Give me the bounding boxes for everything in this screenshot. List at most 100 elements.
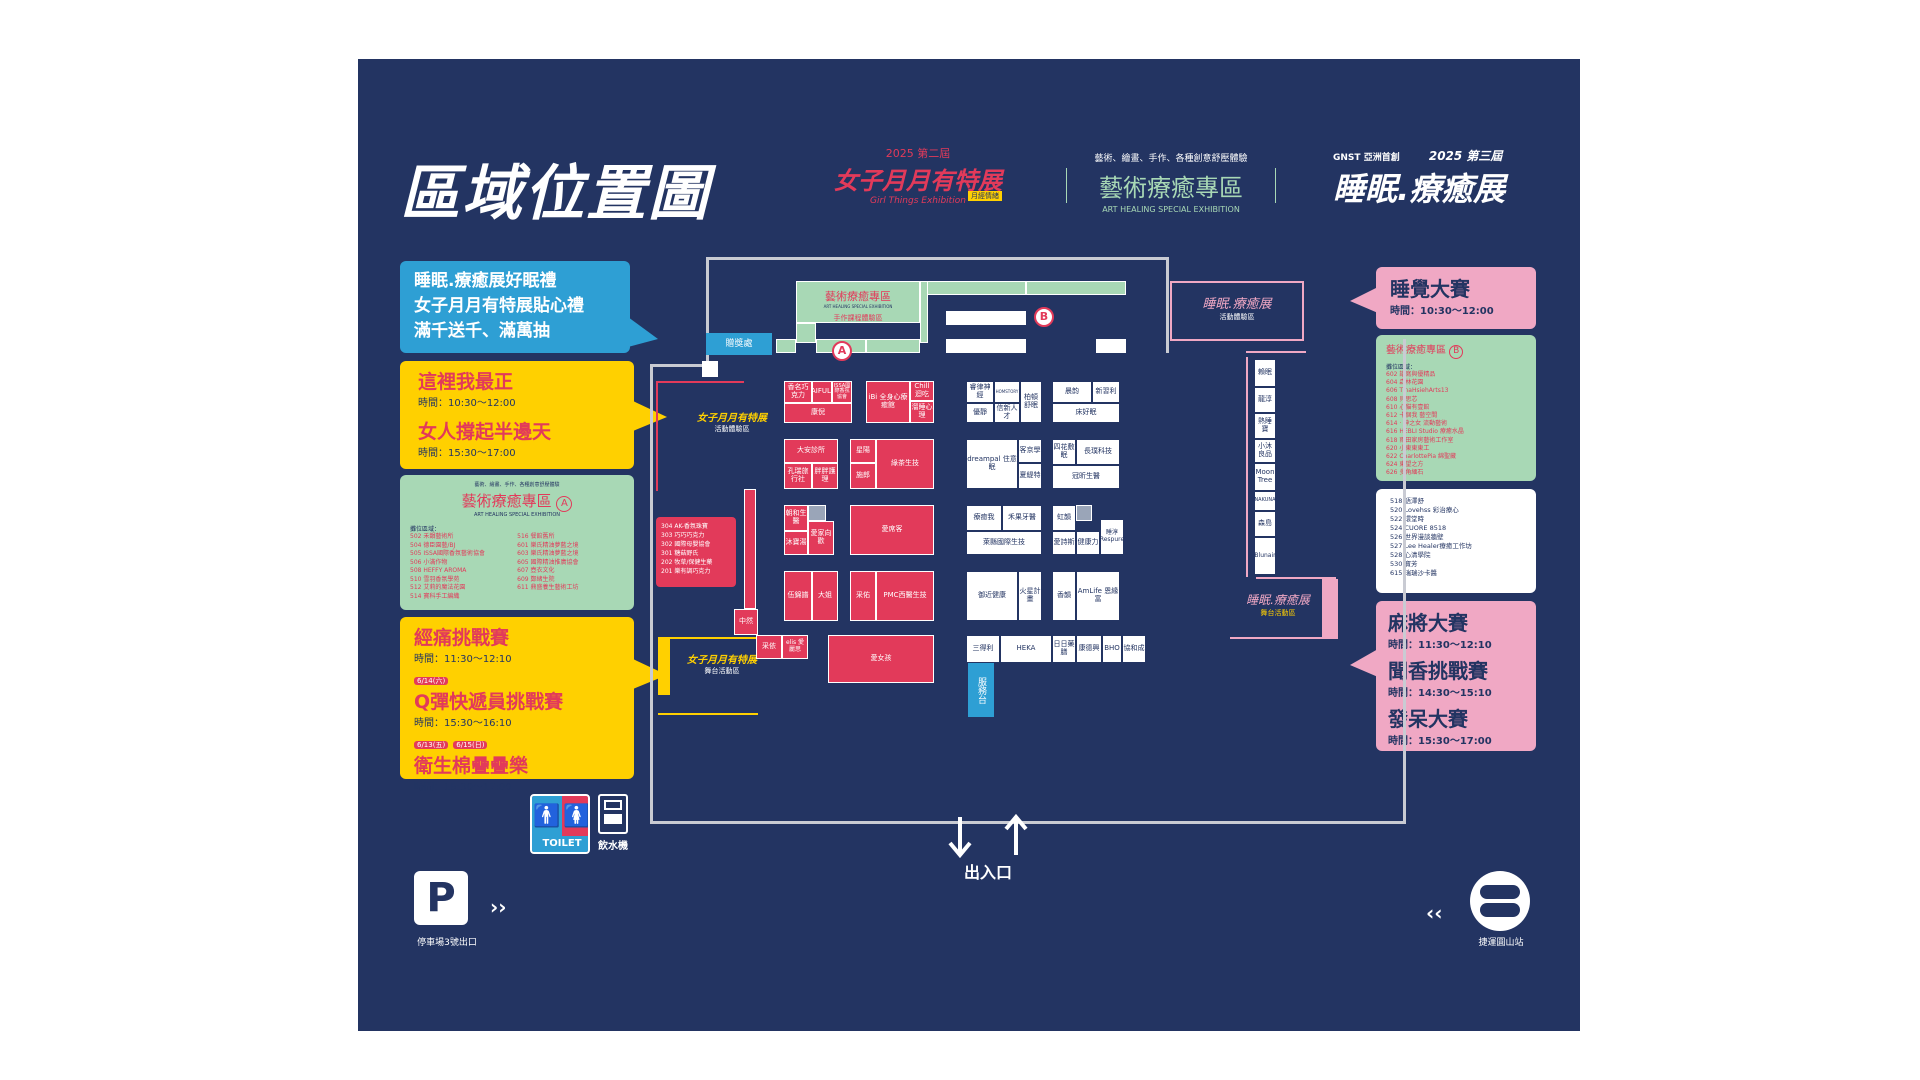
booth: 康倪 <box>784 403 852 423</box>
stage-bar <box>658 637 670 695</box>
art-zone-cell <box>776 339 796 353</box>
booth: 協和成 <box>1122 635 1146 663</box>
booth: elis 愛麗思 <box>782 635 808 659</box>
booth: 龍淳 <box>1254 387 1276 413</box>
booth-item: 612 卡個我 藝空間 <box>1386 412 1438 420</box>
wall <box>1403 339 1406 824</box>
art-zone-b-list: 602 譜寫與優精品 604 森林花園 606 TinaHsiehArts13 … <box>1386 371 1526 478</box>
art-zone-a-tagline: 藝術、繪畫、手作、各種創意舒壓體驗 <box>474 482 560 488</box>
booth: 香名巧克力 <box>784 381 812 403</box>
parking-label: 停車場3號出口 <box>417 938 477 948</box>
booth: 胖胖護理 <box>812 463 838 489</box>
chevron-right-icon: ›› <box>490 895 507 919</box>
toilet-label: TOILET <box>532 836 588 852</box>
marker-b-icon: B <box>1034 307 1054 327</box>
entrance-label: 出入口 <box>963 863 1012 882</box>
pink-path <box>1246 357 1248 577</box>
booth-strip <box>946 311 1026 325</box>
event-name: 聞香挑戰賽 <box>1388 659 1488 683</box>
booth-item: 505 ISSA國際香氛藝術協會 <box>410 550 485 557</box>
gift-arrow <box>628 317 658 347</box>
water-fountain-icon <box>598 794 628 834</box>
booth: BHO <box>1102 635 1122 663</box>
booth: 床好眠 <box>1052 403 1120 423</box>
booth-item: 302 國際母嬰協會 <box>661 541 711 548</box>
booth-strip <box>946 339 1026 353</box>
sleep-expo-logo: GNST 亞洲首創 2025 第三屆 睡眠.療癒展 <box>1333 147 1533 210</box>
gray-cell <box>1076 505 1092 521</box>
booth-item: 527 Lee Healer療癒工作坊 <box>1390 542 1472 550</box>
wall <box>706 257 1168 260</box>
booth-item: 506 小滿作物 <box>410 558 448 566</box>
art-zone-b-box: 藝術療癒專區 B 攤位區域： 602 譜寫與優精品 604 森林花園 606 T… <box>1376 335 1536 481</box>
booth-item: 614 · 神之女 流動藝術 <box>1386 420 1448 428</box>
booth-item: 303 巧巧巧克力 <box>661 532 705 539</box>
booth: 愛席客 <box>850 505 934 555</box>
booth-item: 616 HEBLI Studio 療癒水晶 <box>1386 428 1464 436</box>
yellow-path <box>658 713 758 715</box>
entrance-arrows-icon <box>948 813 1028 859</box>
booth-item: 522 環堂時 <box>1390 515 1424 523</box>
booth: 睡淳Respure <box>1100 519 1124 555</box>
event-time: 時間：10:30～12:00 <box>1390 306 1494 317</box>
pink-path <box>1230 637 1338 639</box>
white-booth-box: 518 語澤舒 520 Lovehss 彩治療心 522 環堂時 524 CUO… <box>1376 489 1536 593</box>
sleep-activity-area: 睡眠.療癒展 活動體驗區 <box>1170 281 1304 341</box>
art-zone-column <box>920 281 928 343</box>
event-name: 女人撐起半邊天 <box>418 421 552 443</box>
booth: 愛女孩 <box>828 635 934 683</box>
booth: 柏頓舒眠 <box>1020 381 1042 423</box>
art-zone-cell <box>796 323 816 343</box>
gift-line: 滿千送千、滿萬抽 <box>414 321 550 341</box>
wall <box>1166 257 1169 353</box>
red-path <box>656 381 658 491</box>
event-time: 時間：10:30～12:00 <box>418 398 516 409</box>
sleep-contest-box: 睡覺大賽 時間：10:30～12:00 <box>1376 267 1536 329</box>
art-zone-top-strip <box>1026 281 1126 295</box>
red-column <box>744 489 756 609</box>
booth: 健康力 <box>1076 531 1100 555</box>
booth-item: 504 德臣園藝/BJ <box>410 541 456 549</box>
booth: 森島 <box>1254 511 1276 537</box>
handcraft-label: 手作課程體驗區 <box>833 314 883 322</box>
booth: 長璞科技 <box>1076 439 1120 465</box>
booth: Blunair <box>1254 537 1276 575</box>
booth: 御近健康 <box>966 571 1018 621</box>
booth-item: 601 樂氏精油夢藍之境 <box>517 541 579 549</box>
booth: 采依 <box>756 635 782 659</box>
booth: HEKA <box>1000 635 1052 663</box>
booth-strip <box>1096 339 1126 353</box>
booth-item: 609 鄭緒生院 <box>517 575 555 583</box>
booth: AIFULI <box>811 381 833 403</box>
booth: 孔瑞旅行社 <box>784 463 812 489</box>
event-time: 時間：11:30～12:10 <box>414 654 512 665</box>
booth: 日日藥膳 <box>1052 635 1076 663</box>
booth-item: 603 樂氏精油夢藍之境 <box>517 550 579 557</box>
booth-item: 607 壺衣文化 <box>517 567 555 574</box>
event-time: 時間：15:30～17:00 <box>414 782 512 793</box>
girl-stage-area: 女子月月有特展 舞台活動區 <box>678 651 766 676</box>
booth-item: 514 寶科手工編織 <box>410 592 460 600</box>
girl-stage-name: 女子月月有特展 <box>687 655 757 666</box>
chevron-left-icon: ‹‹ <box>1426 901 1443 925</box>
booth: 沐寶湯 <box>784 531 808 555</box>
event-time: 時間：15:30～16:10 <box>414 718 512 729</box>
event-name: 麻將大賽 <box>1388 611 1468 635</box>
booth-item: 304 AK-香氛珠寶 <box>661 523 708 530</box>
booth: 愛家向歡 <box>808 521 834 555</box>
event-name: 經痛挑戰賽 <box>414 627 510 649</box>
event-name: 睡覺大賽 <box>1390 277 1470 301</box>
date-badge: 6/15(日) <box>453 741 488 749</box>
wall <box>650 821 1406 824</box>
booth: 虹韻 <box>1052 505 1076 531</box>
event-name: 這裡我最正 <box>418 371 514 393</box>
booth-item: 615 瑞瑞沙卡醬 <box>1390 569 1437 577</box>
wall <box>706 257 709 367</box>
girl-activity-name: 女子月月有特展 <box>697 413 767 424</box>
booth: Chill迴吃 <box>910 381 934 401</box>
sleep-name: 睡眠.療癒展 <box>1333 170 1506 208</box>
booth-item: 512 艾莉的魔法花園 <box>410 584 466 591</box>
gift-counter: 贈獎處 <box>706 333 772 355</box>
booth: dreampal 住意眠 <box>966 439 1018 489</box>
booth: 小沐良品 <box>1254 439 1276 463</box>
